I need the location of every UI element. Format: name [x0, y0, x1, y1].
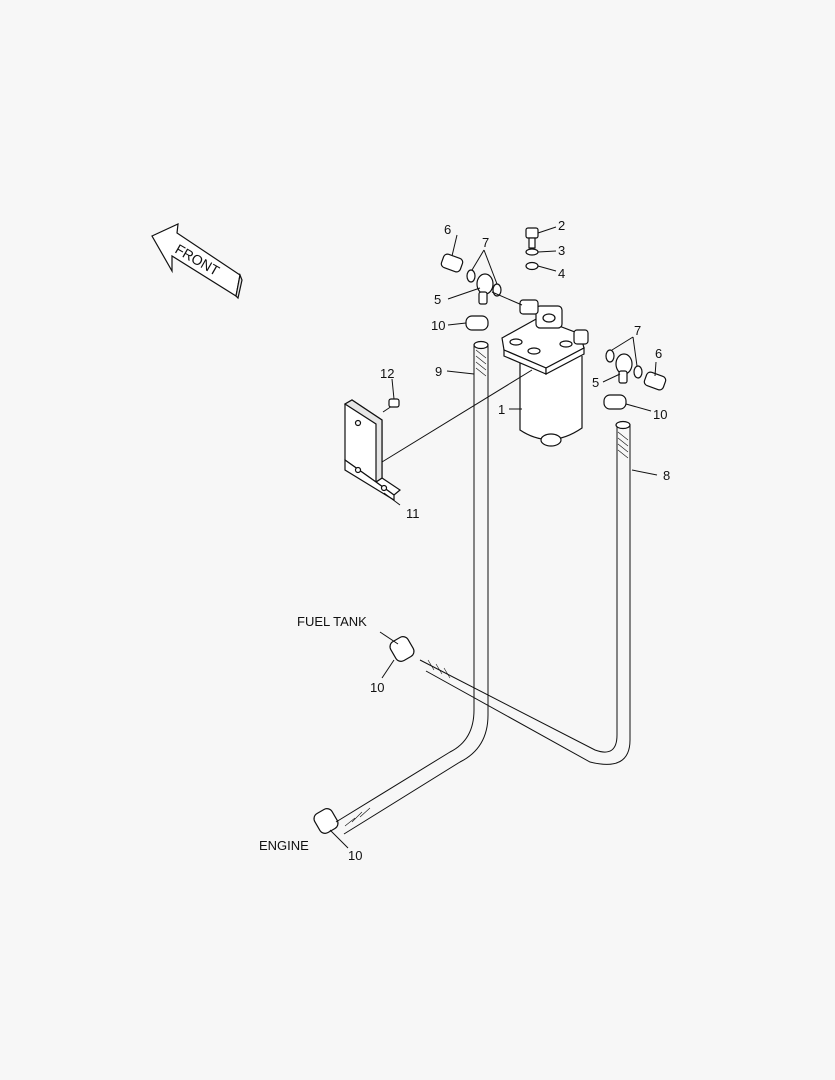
callout-12: 12	[380, 366, 394, 381]
callout-10-top: 10	[431, 318, 445, 333]
fuel-tank-label: FUEL TANK	[297, 614, 367, 629]
callout-6-right: 6	[655, 346, 662, 361]
right-banjo	[605, 349, 667, 391]
callout-9: 9	[435, 364, 442, 379]
callout-5-right: 5	[592, 375, 599, 390]
screw-stack	[525, 227, 539, 271]
left-banjo	[440, 253, 523, 306]
leader-lines	[329, 226, 658, 849]
callout-2: 2	[558, 218, 565, 233]
fuel-filter	[501, 299, 589, 447]
callout-3: 3	[558, 243, 565, 258]
engine-label: ENGINE	[259, 838, 309, 853]
callout-8: 8	[663, 468, 670, 483]
callout-11: 11	[406, 506, 420, 521]
callout-10-right: 10	[653, 407, 667, 422]
callout-5-left: 5	[434, 292, 441, 307]
bolt-12	[382, 398, 400, 413]
callout-10-engine: 10	[348, 848, 362, 863]
callout-6-left: 6	[444, 222, 451, 237]
hose-8	[419, 420, 631, 765]
hose-9	[335, 340, 489, 835]
mounting-bracket	[343, 399, 402, 502]
callout-7-left: 7	[482, 235, 489, 250]
callout-7-right: 7	[634, 323, 641, 338]
callout-4: 4	[558, 266, 565, 281]
callout-1: 1	[498, 402, 505, 417]
front-arrow: FRONT	[151, 223, 243, 300]
callout-10-fuel-tank: 10	[370, 680, 384, 695]
